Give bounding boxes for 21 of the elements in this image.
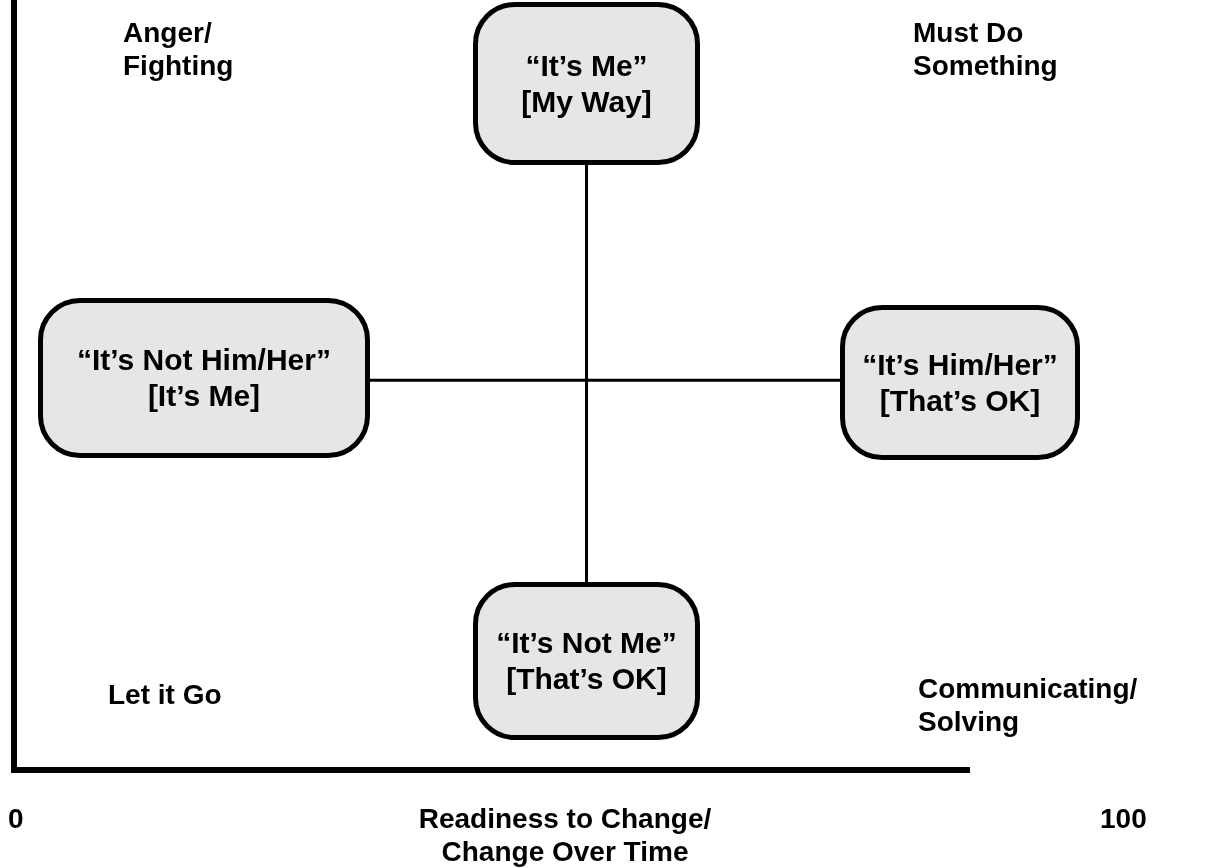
node-text: [That’s OK] — [506, 661, 667, 697]
node-text: [That’s OK] — [879, 382, 1041, 419]
label-text: Let it Go — [108, 678, 223, 711]
label-text: Readiness to Change/ Change Over Time — [417, 802, 713, 868]
label-text: 100 — [1100, 802, 1148, 835]
rounded-box — [38, 298, 370, 458]
rounded-box — [473, 2, 700, 165]
label-text: 0 — [8, 802, 25, 835]
label-text: Communicating/ Solving — [918, 672, 1139, 738]
node-text: “It’s Him/Her” — [862, 346, 1058, 383]
node-text: “It’s Not Me” — [496, 625, 677, 661]
label-text: Must Do Something — [913, 16, 1059, 82]
node-text: [My Way] — [521, 83, 652, 120]
node-text: “It’s Not Him/Her” — [77, 342, 331, 378]
connector-line — [370, 378, 840, 382]
rounded-box — [473, 582, 700, 740]
label-text: Anger/ Fighting — [123, 16, 235, 82]
connector-line — [585, 165, 588, 582]
rounded-box — [840, 305, 1080, 460]
node-text: [It’s Me] — [147, 378, 261, 414]
node-text: “It’s Me” — [525, 47, 648, 84]
